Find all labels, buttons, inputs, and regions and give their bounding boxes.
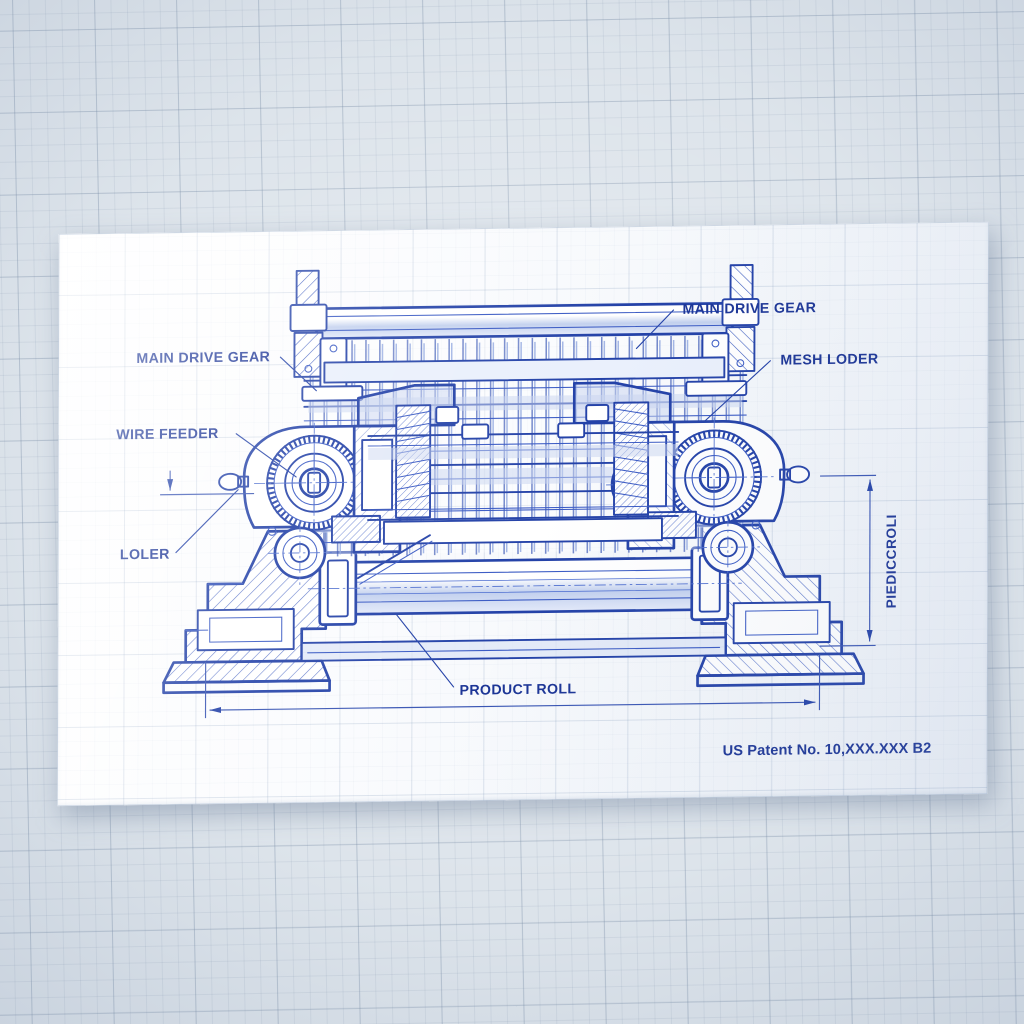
label-piediccroli: PIEDICCROLI: [884, 514, 899, 608]
technical-drawing: MAIN DRIVE GEAR WIRE FEEDER LOLER MAIN D…: [116, 264, 932, 760]
patent-number-text: US Patent No. 10,XXX.XXX B2: [723, 741, 932, 760]
label-product-roll: PRODUCT ROLL: [460, 681, 577, 699]
label-wire-feeder: WIRE FEEDER: [116, 426, 218, 443]
blueprint-sheet: MAIN DRIVE GEAR WIRE FEEDER LOLER MAIN D…: [57, 221, 996, 817]
center-lower-frame: [300, 636, 727, 662]
label-main-drive-gear-left: MAIN DRIVE GEAR: [136, 349, 270, 367]
sheet-paper: MAIN DRIVE GEAR WIRE FEEDER LOLER MAIN D…: [57, 221, 989, 807]
product-roll-shaft: [307, 546, 742, 626]
label-mesh-loder: MESH LODER: [780, 351, 878, 368]
label-main-drive-gear-right: MAIN DRIVE GEAR: [682, 300, 816, 318]
label-loler: LOLER: [120, 547, 170, 564]
